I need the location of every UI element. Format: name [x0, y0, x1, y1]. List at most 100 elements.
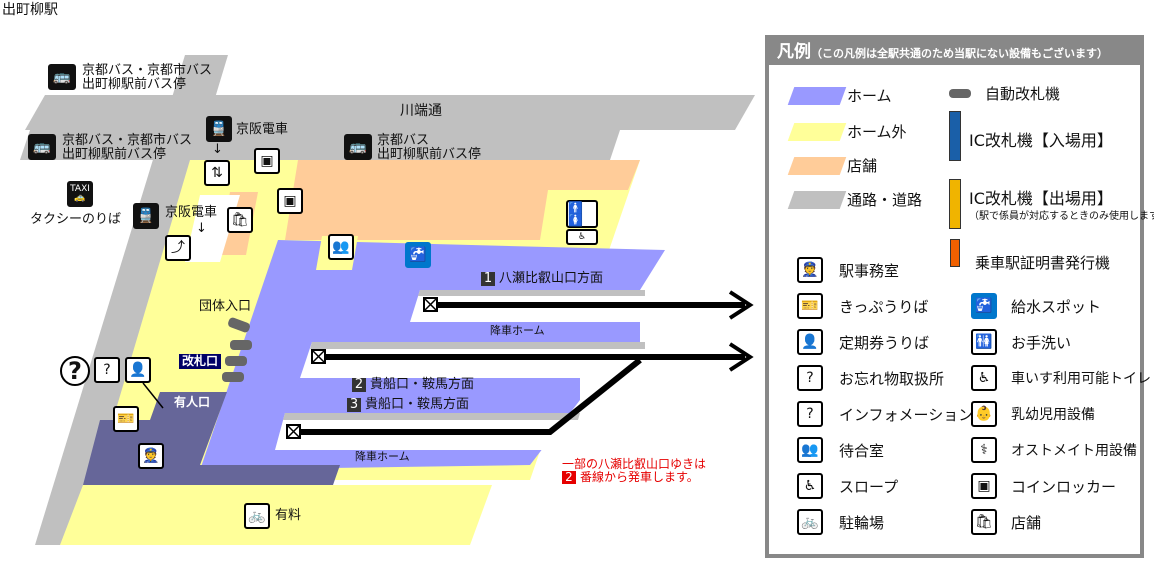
station-map	[20, 55, 755, 545]
bus-stop-label-2: 京都バス・京都市バス出町柳駅前バス停	[62, 133, 193, 163]
legend-ticket-office: きっぷうりば	[839, 298, 929, 316]
accessible-toilet-icon: ♿	[566, 229, 598, 245]
legend-shop: 店舗	[847, 157, 878, 175]
track-3	[295, 357, 642, 435]
legend-platform: ホーム	[847, 87, 892, 105]
down-arrow-icon: ↓	[212, 142, 223, 157]
taxi-label: タクシーのりば	[30, 212, 122, 227]
ostomate-icon: ⚕	[971, 437, 997, 463]
station-title: 出町柳駅	[2, 2, 58, 18]
lost-and-found-icon: ?	[94, 357, 120, 383]
water-spot-icon: 🚰	[971, 293, 997, 319]
legend-commuter-pass: 定期券うりば	[839, 334, 930, 352]
legend-ostomate: オストメイト用設備	[1011, 443, 1137, 459]
legend-road: 通路・道路	[847, 191, 923, 209]
gate-label: 改札口	[179, 354, 222, 370]
track2-shade	[310, 342, 645, 349]
swatch-shop	[787, 157, 847, 175]
accessible-toilet-icon: ♿	[971, 365, 997, 391]
legend-water-spot: 給水スポット	[1011, 298, 1102, 316]
shop-icon: 🛍	[971, 509, 997, 535]
arrival-platform-label: 降車ホーム	[355, 450, 410, 463]
track1-shade	[418, 290, 645, 296]
information-icon: ?	[797, 401, 823, 427]
coin-locker-icon: ▣	[971, 473, 997, 499]
auto-gate-icon	[949, 89, 971, 98]
bicycle-parking-icon: 🚲	[244, 503, 270, 529]
bus-icon: 🚌	[28, 134, 56, 160]
ticket-office-icon: 🎫	[797, 293, 823, 319]
legend-waiting-room: 待合室	[839, 442, 885, 460]
road-kawabata	[25, 95, 755, 130]
swatch-outside	[787, 123, 847, 141]
slope-icon: ♿	[797, 473, 823, 499]
legend-ic-out-note: （駅で係員が対応するときのみ使用します）	[969, 211, 1154, 222]
legend-ic-in: IC改札機【入場用】	[969, 131, 1113, 150]
down-arrow-icon: ↓	[196, 221, 207, 236]
shop-icon: 🛍	[227, 207, 253, 233]
arrival-platform-label: 降車ホーム	[490, 324, 545, 337]
legend-baby-facility: 乳幼児用設備	[1011, 407, 1095, 423]
waiting-room-icon: 👥	[797, 437, 823, 463]
legend: 凡例（この凡例は全駅共通のため当駅にない設備もございます） ホーム ホーム外 店…	[765, 35, 1154, 558]
legend-header: 凡例（この凡例は全駅共通のため当駅にない設備もございます）	[769, 39, 1140, 65]
train-icon: 🚆	[133, 203, 159, 229]
legend-lost-and-found: お忘れ物取扱所	[839, 370, 945, 388]
restroom-icon: 🚹🚺	[566, 200, 598, 228]
auto-gates	[222, 317, 252, 382]
arrow-icon	[728, 290, 754, 320]
swatch-road	[787, 191, 847, 209]
commuter-pass-icon: 👤	[797, 329, 823, 355]
legend-slope: スロープ	[839, 478, 899, 496]
bus-stop-label-1: 京都バス・京都市バス出町柳駅前バス停	[82, 63, 213, 93]
keihan-label-2: 京阪電車	[165, 205, 218, 220]
track3-shade	[283, 413, 580, 420]
information-icon: ?	[60, 356, 90, 386]
coin-locker-icon: ▣	[277, 188, 303, 214]
taxi-icon: TAXI🚕	[67, 181, 93, 207]
bicycle-parking-icon: 🚲	[797, 509, 823, 535]
station-office-icon: 👮	[138, 443, 164, 469]
waiting-room-icon: 👥	[328, 234, 354, 260]
swatch-platform	[787, 87, 847, 105]
coin-locker-icon: ▣	[254, 148, 280, 174]
stairs	[185, 195, 240, 262]
bus-stop-label-3: 京都バス出町柳駅前バス停	[377, 133, 482, 163]
legend-restroom: お手洗い	[1011, 334, 1072, 352]
legend-shop: 店舗	[1011, 514, 1042, 532]
keihan-label-1: 京阪電車	[236, 122, 289, 137]
water-spot-icon: 🚰	[405, 242, 431, 268]
legend-outside: ホーム外	[847, 123, 907, 141]
escalator-icon: ⤴	[165, 235, 191, 261]
road-band	[20, 130, 620, 160]
certificate-machine-icon	[950, 239, 960, 267]
elevator-icon: ⇅	[204, 160, 230, 186]
ic-gate-out-icon	[949, 179, 961, 229]
restroom-icon: 🚻	[971, 329, 997, 355]
legend-station-office: 駅事務室	[839, 262, 900, 280]
legend-ic-out: IC改札機【出場用】	[969, 189, 1113, 208]
baby-facility-icon: 👶	[971, 401, 997, 427]
staffed-gate-label: 有人口	[174, 395, 211, 409]
commuter-pass-icon: 👤	[125, 357, 151, 383]
area-bike	[60, 485, 492, 545]
road-name: 川端通	[400, 103, 442, 119]
bus-icon: 🚌	[48, 64, 76, 90]
bus-icon: 🚌	[344, 134, 372, 160]
legend-information: インフォメーション	[839, 406, 974, 424]
train-icon: 🚆	[206, 116, 232, 142]
arrow-icon	[728, 342, 754, 372]
legend-cert: 乗車駅証明書発行機	[975, 254, 1111, 272]
ic-gate-in-icon	[949, 111, 961, 161]
legend-bicycle-parking: 駐輪場	[839, 514, 885, 532]
area-shop	[285, 160, 640, 240]
legend-coin-locker: コインロッカー	[1011, 478, 1117, 496]
legend-accessible-toilet: 車いす利用可能トイレ	[1011, 371, 1151, 387]
lost-and-found-icon: ?	[797, 365, 823, 391]
bike-fee-label: 有料	[275, 508, 302, 523]
road-vertical	[35, 55, 228, 545]
